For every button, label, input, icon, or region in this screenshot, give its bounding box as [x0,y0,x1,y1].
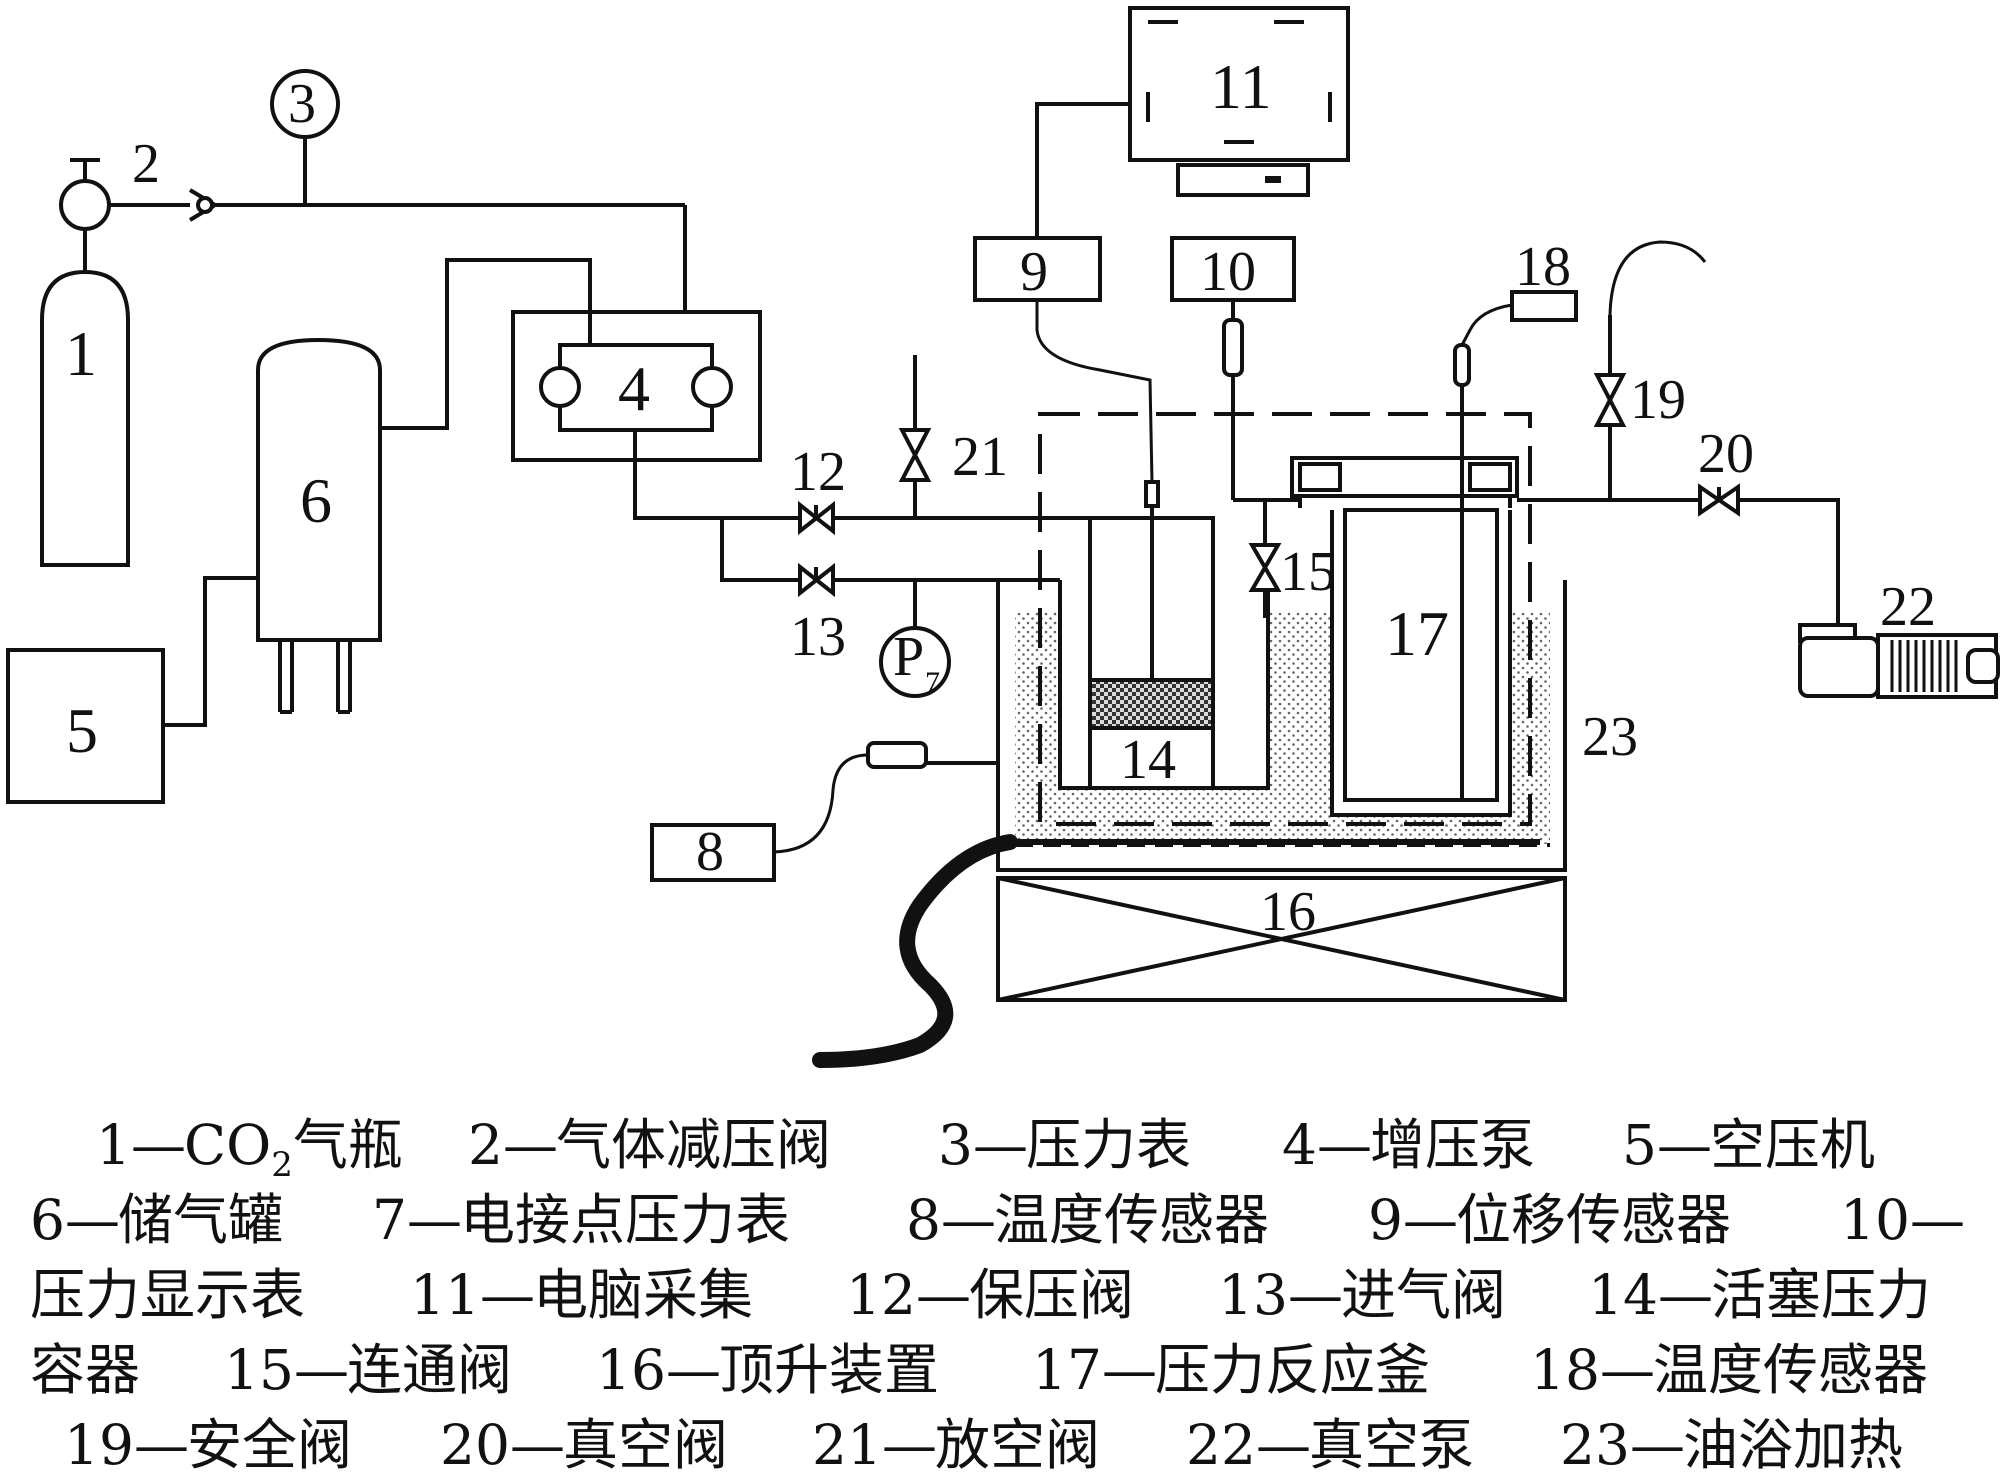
legend-item-9: 9—位移传感器 [1368,1188,1732,1252]
legend-item-4: 4—增压泵 [1282,1113,1536,1177]
label-8: 8 [696,821,724,883]
pressure-transducer-icon [1222,300,1300,502]
reactor-temperature-sensor [1453,290,1578,800]
vacuum-valve-icon [1698,483,1740,517]
connecting-valve-icon [1248,498,1300,618]
label-1: 1 [65,318,97,389]
label-14: 14 [1120,729,1176,791]
label-4: 4 [618,353,650,424]
vacuum-pump-icon [1798,623,2000,699]
label-19: 19 [1630,369,1686,431]
label-2: 2 [132,133,160,195]
label-3: 3 [288,73,316,135]
label-6: 6 [300,465,332,536]
legend-item-18: 18—温度传感器 [1530,1338,1929,1402]
heater-cable [812,834,1540,1068]
legend-item-17: 17—压力反应釜 [1032,1338,1431,1402]
legend-item-5: 5—空压机 [1622,1113,1876,1177]
cylinder-valve-icon [59,158,111,231]
pressure-gauge-icon [270,69,340,205]
gas-storage-tank [256,337,382,714]
vent-valve-icon [898,355,932,518]
label-21: 21 [952,426,1008,488]
legend-item-12: 12—保压阀 [846,1263,1135,1327]
pressure-reactor [1290,456,1519,817]
legend-item-8: 8—温度传感器 [906,1188,1270,1252]
apparatus-schematic: 1 2 3 4 5 6 P 7 8 9 10 11 12 13 14 15 16… [6,6,2000,1068]
legend-item-6: 6—储气罐 [30,1188,284,1252]
label-23: 23 [1582,706,1638,768]
contact-pressure-gauge-icon [879,580,951,698]
computer-monitor-icon [1128,6,1350,197]
legend-item-13: 13—进气阀 [1218,1263,1507,1327]
legend-item-3: 3—压力表 [938,1113,1192,1177]
label-17: 17 [1385,598,1449,669]
legend-item-19: 19—安全阀 [64,1413,353,1477]
legend-item-14: 14—活塞压力 [1588,1263,1932,1327]
label-12: 12 [790,441,846,503]
label-15: 15 [1280,541,1336,603]
pressure-holding-valve-icon [798,500,835,536]
label-13: 13 [790,606,846,668]
safety-valve-icon [1593,240,1707,500]
label-7-prefix: P [893,626,924,688]
label-18: 18 [1515,236,1571,298]
legend-item-22: 22—真空泵 [1186,1413,1475,1477]
label-5: 5 [66,695,98,766]
legend-item-14-cont: 容器 [30,1338,141,1402]
legend-item-15: 15—连通阀 [224,1338,513,1402]
pressure-reducing-valve-icon [109,188,305,222]
label-20: 20 [1698,423,1754,485]
legend-item-21: 21—放空阀 [812,1413,1101,1477]
legend-item-23: 23—油浴加热 [1560,1413,1904,1477]
bath-temperature-sensor [650,741,998,882]
label-7-sub: 7 [925,666,940,699]
piston-pressure-vessel [1058,480,1270,790]
label-11: 11 [1210,51,1272,122]
booster-pump [511,310,762,462]
label-22: 22 [1880,576,1936,638]
legend-item-16: 16—顶升装置 [596,1338,940,1402]
lifting-device [996,876,1567,1002]
legend-item-11: 11—电脑采集 [410,1263,754,1327]
legend-item-10-cont: 压力显示表 [30,1263,306,1327]
co2-cylinder [40,230,130,567]
legend-item-10: 10— [1840,1188,1965,1252]
legend-item-1: 1—CO2气瓶 [96,1113,403,1185]
legend-item-2: 2—气体减压阀 [468,1113,832,1177]
label-9: 9 [1020,241,1048,303]
legend-item-20: 20—真空阀 [440,1413,729,1477]
intake-valve-icon [798,562,835,598]
label-16: 16 [1260,881,1316,943]
legend-item-7: 7—电接点压力表 [372,1188,791,1252]
air-compressor [6,648,165,804]
label-10: 10 [1200,241,1256,303]
